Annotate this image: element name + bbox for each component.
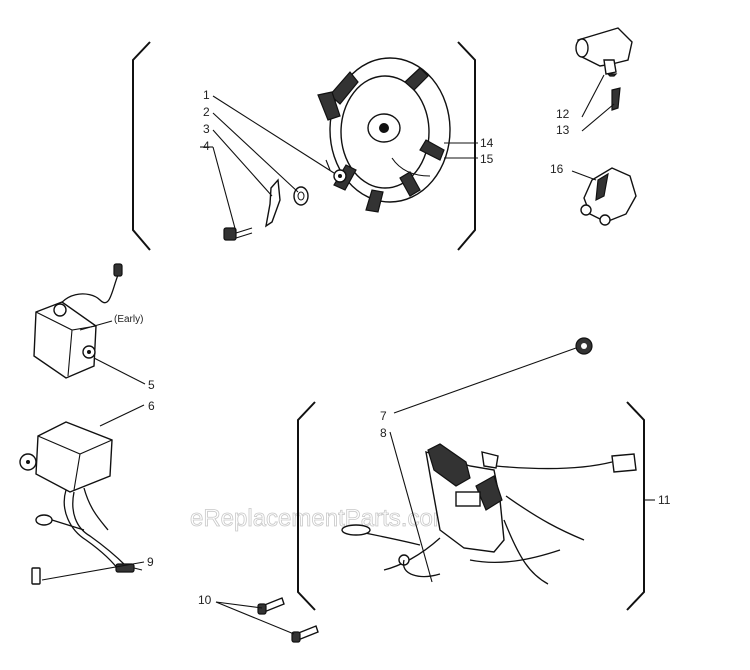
ignition-module-assembly-part	[341, 443, 637, 585]
mounting-screw-part	[223, 227, 253, 241]
ignition-group-bracket	[297, 401, 645, 611]
leader-10b	[215, 601, 295, 635]
callout-label-13: 13	[556, 123, 570, 137]
spark-plug-boot-part	[575, 27, 633, 77]
leader-5	[93, 357, 146, 385]
coil-screws-part	[257, 597, 319, 643]
flywheel-nut-part	[325, 159, 347, 183]
leader-13	[581, 103, 615, 132]
callout-label-16: 16	[550, 162, 564, 176]
ignition-coil-part	[19, 421, 143, 585]
leader-8	[389, 431, 433, 583]
leader-9	[41, 561, 145, 581]
ignition-module-early-part	[33, 263, 123, 379]
callout-label-6: 6	[148, 399, 155, 413]
spring-clip-part	[611, 87, 621, 111]
flywheel-key-part	[265, 178, 281, 228]
callout-label-7: 7	[380, 409, 387, 423]
callout-label-12: 12	[556, 107, 570, 121]
callout-label-2: 2	[203, 105, 210, 119]
callout-label-14: 14	[480, 136, 494, 150]
flywheel-part	[317, 57, 451, 213]
callout-label-4: 4	[203, 139, 210, 153]
leader-7	[393, 347, 577, 414]
callout-label-15: 15	[480, 152, 494, 166]
callout-label-10: 10	[198, 593, 212, 607]
grommet-part	[575, 337, 593, 355]
leader-10a	[215, 601, 263, 609]
callout-label-1: 1	[203, 88, 210, 102]
watermark: eReplacementParts.com	[190, 505, 453, 532]
callout-label-3: 3	[203, 122, 210, 136]
callout-label-5: 5	[148, 378, 155, 392]
leader-12	[581, 74, 605, 118]
leader-early	[79, 320, 113, 331]
callout-label-8: 8	[380, 426, 387, 440]
leader-16	[571, 170, 597, 181]
flywheel-group-bracket	[132, 41, 476, 251]
callout-label-9: 9	[147, 555, 154, 569]
lock-washer-part	[293, 186, 309, 206]
early-annotation: (Early)	[114, 314, 143, 325]
callout-label-11: 11	[658, 493, 671, 507]
leader-6	[99, 404, 145, 427]
boot-cover-part	[580, 167, 637, 226]
callout-leaders-1-4	[200, 95, 335, 233]
